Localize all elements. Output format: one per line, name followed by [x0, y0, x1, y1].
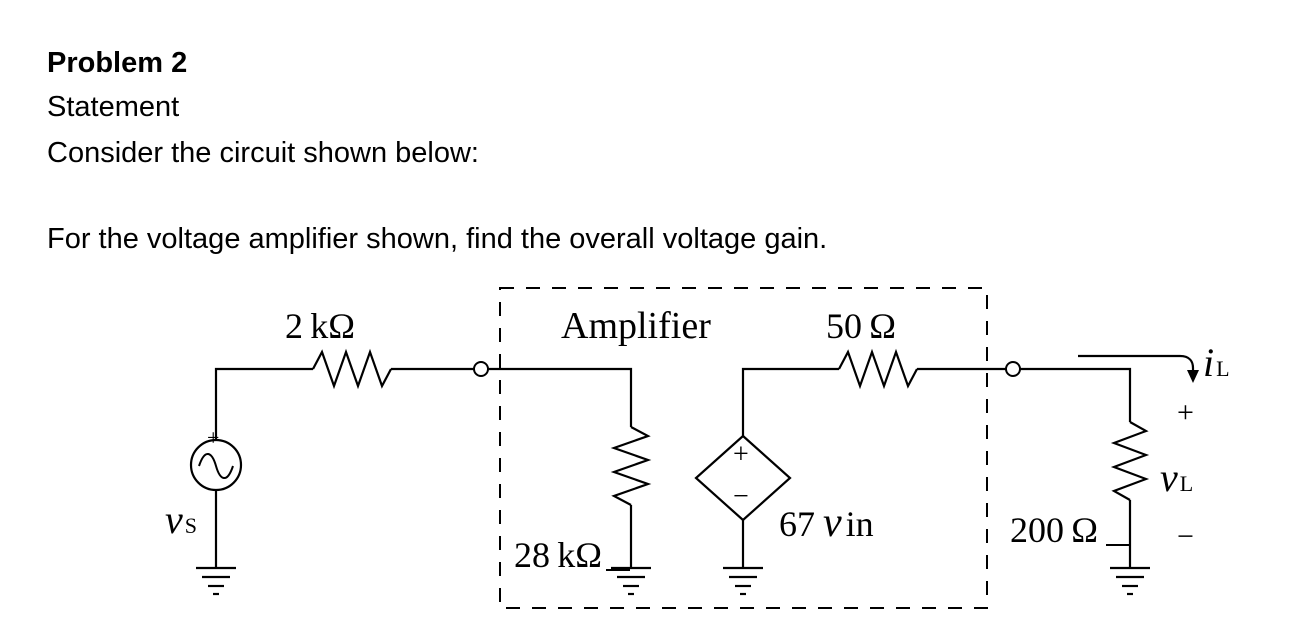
r-load-label: 200 Ω	[1010, 510, 1098, 550]
input-terminal	[473, 361, 489, 377]
vl-minus: −	[1177, 520, 1194, 553]
sine-wave-icon	[198, 453, 234, 479]
statement-label: Statement	[47, 91, 180, 123]
resistor-200	[1110, 421, 1150, 501]
r-out-label: 50 Ω	[826, 306, 896, 346]
vl-plus: +	[1177, 396, 1194, 429]
ground-icon	[723, 566, 763, 596]
source-label: vS	[165, 497, 197, 542]
intro-text: Consider the circuit shown below:	[47, 137, 479, 169]
r-source-label: 2 kΩ	[285, 306, 355, 346]
ground-icon	[196, 566, 236, 596]
ground-icon	[1110, 566, 1150, 596]
wire-source-top	[214, 367, 313, 441]
amplifier-label: Amplifier	[561, 305, 711, 347]
wire-input-top	[488, 367, 633, 427]
source-minus: −	[209, 477, 221, 502]
output-terminal	[1005, 361, 1021, 377]
r-in-label: 28 kΩ	[514, 535, 602, 575]
resistor-2k	[312, 348, 392, 390]
current-arrow	[1078, 354, 1195, 372]
wire-dep-top	[741, 367, 839, 436]
arrowhead-icon	[1187, 370, 1199, 383]
source-plus: +	[207, 425, 219, 450]
ground-icon	[611, 566, 651, 596]
amplifier-boundary	[499, 287, 988, 609]
load-voltage-label: vL	[1160, 455, 1193, 500]
problem-title: Problem 2	[47, 47, 188, 79]
dep-minus: −	[733, 481, 749, 512]
dep-plus: +	[733, 439, 749, 470]
wire-load-top	[1020, 367, 1132, 422]
load-current-label: iL	[1203, 340, 1230, 385]
question-text: For the voltage amplifier shown, find th…	[47, 223, 828, 255]
resistor-28k	[610, 426, 652, 506]
resistor-50	[838, 348, 918, 390]
